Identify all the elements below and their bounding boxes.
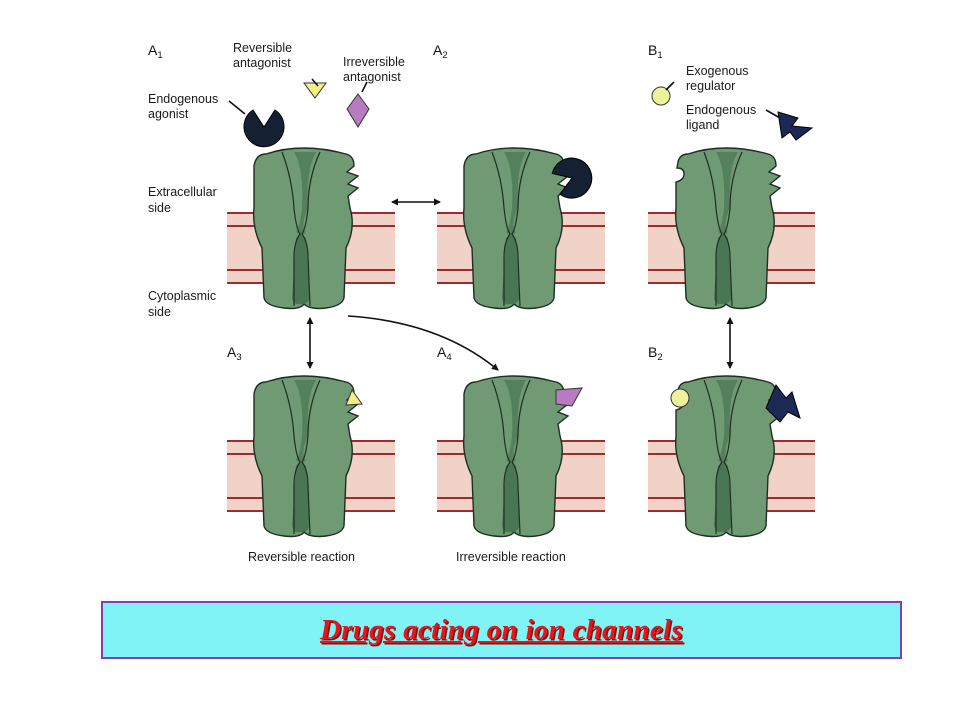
irreversible-antagonist-icon [346, 93, 370, 128]
channels [252, 147, 782, 538]
panel-label-a1: A1 [148, 42, 163, 61]
panel-label-a2: A2 [433, 42, 448, 61]
pointer-exogenous [665, 81, 675, 91]
bound-endogenous-ligand-icon [765, 384, 801, 423]
pointer-ligand [765, 109, 781, 119]
exogenous-regulator-icon [651, 86, 671, 106]
caption-irreversible-reaction: Irreversible reaction [456, 550, 566, 564]
channel-b1-pore-bottom [714, 235, 732, 305]
channel-b2 [674, 375, 782, 538]
arrow-a1-a4 [347, 315, 499, 371]
label-cytoplasmic-side: Cytoplasmic side [148, 289, 220, 319]
label-endogenous-agonist: Endogenous agonist [148, 92, 222, 121]
bound-irreversible-antagonist-icon [555, 387, 583, 407]
pointer-agonist [228, 100, 246, 115]
endogenous-ligand-icon [777, 111, 814, 141]
channel-a1-pore-top [294, 152, 316, 235]
panel-label-a3: A3 [227, 344, 242, 363]
title-banner: Drugs acting on ion channels [101, 601, 902, 659]
reversible-antagonist-icon [303, 82, 327, 99]
label-endogenous-ligand: Endogenous ligand [686, 103, 760, 132]
channel-a3-pore-top [294, 380, 316, 463]
caption-reversible-reaction: Reversible reaction [248, 550, 355, 564]
panel-label-b2: B2 [648, 344, 663, 363]
label-extracellular-side: Extracellular side [148, 185, 220, 215]
channel-a4 [462, 375, 570, 538]
channel-b2-pore-bottom [714, 463, 732, 533]
channel-b2-pore-top [716, 380, 738, 463]
bound-agonist-icon [551, 157, 593, 199]
channel-b1 [674, 147, 782, 310]
channel-b1-body [674, 147, 782, 310]
channel-a3 [252, 375, 360, 538]
channel-a4-body [462, 375, 570, 538]
channel-a2-pore-bottom [502, 235, 520, 305]
channel-a4-pore-bottom [502, 463, 520, 533]
panel-label-b1: B1 [648, 42, 663, 61]
panel-labels: A1 A2 B1 A3 A4 B2 [148, 42, 663, 363]
arrows [228, 78, 781, 371]
pointer-irreversible [361, 81, 368, 93]
channel-a2-body [462, 147, 570, 310]
channel-a3-body [252, 375, 360, 538]
endogenous-agonist-icon [243, 109, 285, 148]
channel-b1-pore-top [716, 152, 738, 235]
annotation-labels: Reversible antagonist Irreversible antag… [148, 41, 760, 564]
pointer-reversible [311, 78, 319, 87]
channel-a1-body [252, 147, 360, 310]
label-irreversible-antagonist: Irreversible antagonist [343, 55, 408, 84]
channel-a2 [462, 147, 570, 310]
channel-a2-pore-top [504, 152, 526, 235]
channel-a1 [252, 147, 360, 310]
slide-title: Drugs acting on ion channels [320, 613, 683, 646]
bound-exogenous-regulator-icon [670, 388, 690, 408]
ligands [243, 82, 814, 423]
panel-label-a4: A4 [437, 344, 452, 363]
channel-a1-pore-bottom [292, 235, 310, 305]
label-reversible-antagonist: Reversible antagonist [233, 41, 296, 70]
bound-reversible-antagonist-icon [345, 388, 363, 406]
channel-a3-pore-bottom [292, 463, 310, 533]
label-exogenous-regulator: Exogenous regulator [686, 64, 752, 93]
channel-a4-pore-top [504, 380, 526, 463]
